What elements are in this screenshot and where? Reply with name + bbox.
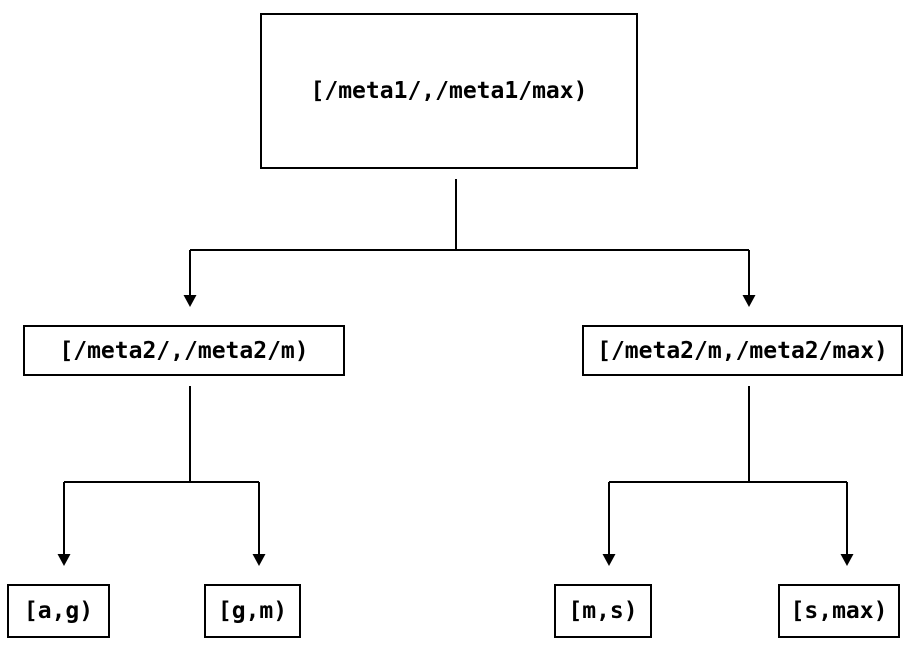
arrow-down-icon xyxy=(57,554,71,566)
arrow-down-icon xyxy=(252,554,266,566)
tree-node-left-left: [a,g) xyxy=(7,584,110,638)
tree-node-root: [/meta1/,/meta1/max) xyxy=(260,13,638,169)
edge-right-to-children xyxy=(602,386,854,566)
tree-node-right: [/meta2/m,/meta2/max) xyxy=(582,325,903,376)
tree-node-right-right: [s,max) xyxy=(778,584,900,638)
arrow-down-icon xyxy=(183,295,197,307)
tree-node-label: [a,g) xyxy=(23,598,94,624)
tree-node-label: [/meta2/m,/meta2/max) xyxy=(597,337,888,364)
edge-left-to-children xyxy=(57,386,266,566)
tree-node-right-left: [m,s) xyxy=(554,584,652,638)
tree-node-label: [m,s) xyxy=(568,598,638,624)
tree-node-label: [/meta2/,/meta2/m) xyxy=(59,337,309,364)
tree-node-label: [/meta1/,/meta1/max) xyxy=(310,78,588,104)
arrow-down-icon xyxy=(742,295,756,307)
tree-node-left-right: [g,m) xyxy=(204,584,301,638)
arrow-down-icon xyxy=(840,554,854,566)
tree-node-label: [s,max) xyxy=(790,598,888,624)
edge-root-to-children xyxy=(183,179,756,307)
arrow-down-icon xyxy=(602,554,616,566)
tree-node-label: [g,m) xyxy=(217,598,288,624)
tree-node-left: [/meta2/,/meta2/m) xyxy=(23,325,345,376)
